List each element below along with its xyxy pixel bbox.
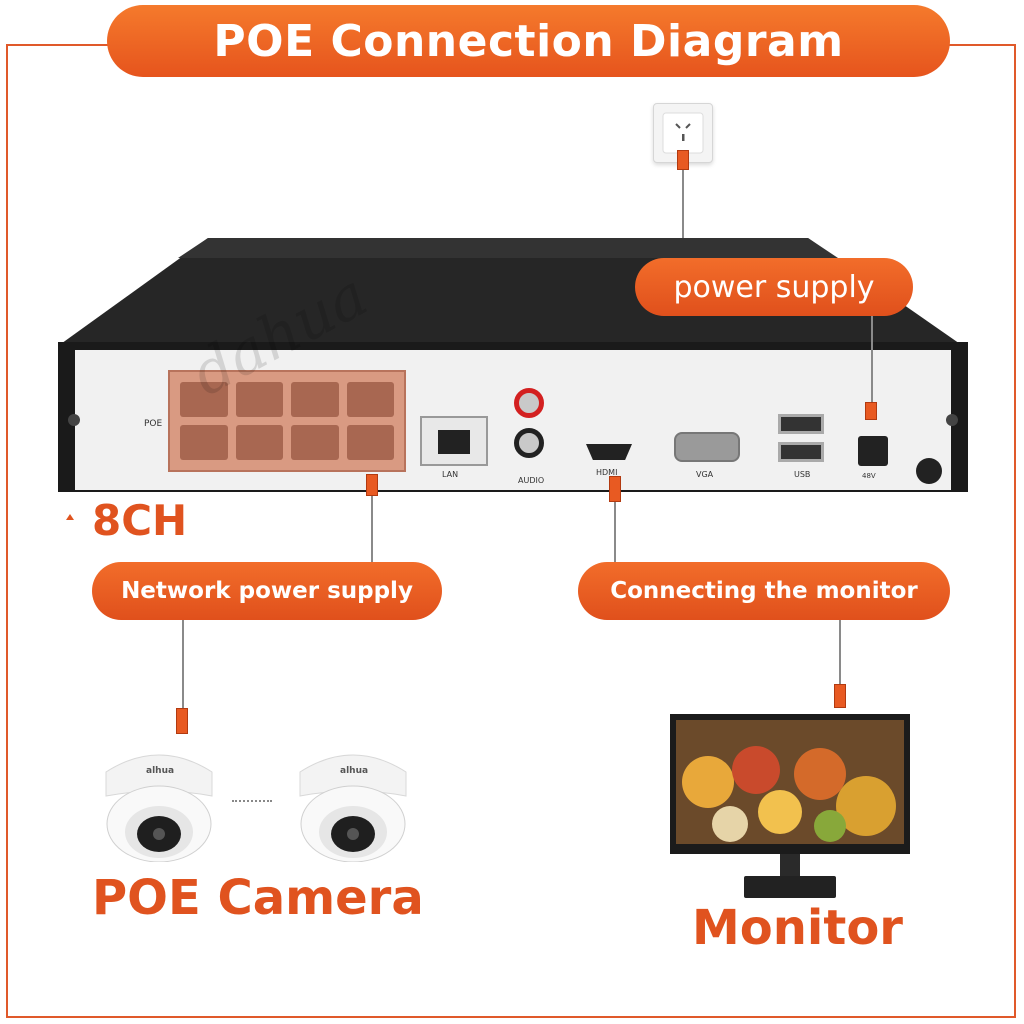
- network-power-text: Network power supply: [121, 578, 413, 604]
- lan-port: [420, 416, 488, 466]
- poe-port: [291, 425, 339, 460]
- camera-line: [182, 620, 184, 708]
- frame-top-right: [945, 44, 1016, 46]
- dc-plug: [865, 402, 877, 420]
- hdmi-plug: [609, 476, 621, 502]
- poe-port: [180, 382, 228, 417]
- channel-count-label: 8CH: [92, 496, 188, 545]
- vga-port: [674, 432, 740, 462]
- power-supply-text: power supply: [673, 269, 875, 305]
- title-text: POE Connection Diagram: [213, 15, 844, 67]
- camera-logo: alhua: [146, 766, 175, 776]
- poe-plug: [366, 474, 378, 496]
- audio-port-black: [514, 428, 544, 458]
- poe-port: [346, 425, 394, 460]
- monitor-plug: [834, 684, 846, 708]
- audio-port-red: [514, 388, 544, 418]
- channel-marker-icon: [66, 514, 74, 520]
- dc-power-label: 48V: [862, 472, 876, 480]
- poe-port: [235, 425, 283, 460]
- monitor-icon: [670, 714, 910, 900]
- poe-port: [180, 425, 228, 460]
- dome-camera-icon: alhua: [294, 742, 412, 863]
- usb-port-label: USB: [794, 470, 811, 479]
- poe-camera-label: POE Camera: [92, 870, 424, 926]
- power-supply-pill: power supply: [635, 258, 913, 316]
- connecting-monitor-text: Connecting the monitor: [610, 578, 918, 604]
- poe-port: [291, 382, 339, 417]
- vga-port-label: VGA: [696, 470, 714, 479]
- power-plug: [677, 150, 689, 170]
- poe-port-block: [168, 370, 406, 472]
- dc-power-port: [858, 436, 888, 466]
- dome-camera-icon: alhua: [100, 742, 218, 863]
- dots-separator: [232, 800, 272, 802]
- poe-port-label: POE: [144, 419, 163, 429]
- power-outlet-icon: [653, 103, 713, 163]
- usb-port-bottom: [778, 442, 824, 462]
- hdmi-line: [614, 502, 616, 564]
- poe-port: [235, 382, 283, 417]
- poe-port: [346, 382, 394, 417]
- power-line-lower: [871, 316, 873, 404]
- camera-logo: alhua: [340, 766, 369, 776]
- poe-line: [371, 496, 373, 564]
- network-power-pill: Network power supply: [92, 562, 442, 620]
- nvr-device: POE LAN AUDIO HDMI VGA USB 48V: [58, 238, 968, 496]
- frame-top-left: [6, 44, 111, 46]
- diagram-frame: [6, 44, 1016, 1018]
- monitor-label: Monitor: [692, 900, 903, 956]
- ground-screw: [916, 458, 942, 484]
- hdmi-port: [586, 444, 632, 460]
- hdmi-port-label: HDMI: [596, 468, 618, 477]
- connecting-monitor-pill: Connecting the monitor: [578, 562, 950, 620]
- camera-plug: [176, 708, 188, 734]
- diagram-title: POE Connection Diagram: [107, 5, 950, 77]
- usb-port-top: [778, 414, 824, 434]
- lan-port-label: LAN: [442, 470, 459, 479]
- monitor-line: [839, 620, 841, 684]
- power-line-upper: [682, 170, 684, 260]
- audio-port-label: AUDIO: [518, 476, 545, 485]
